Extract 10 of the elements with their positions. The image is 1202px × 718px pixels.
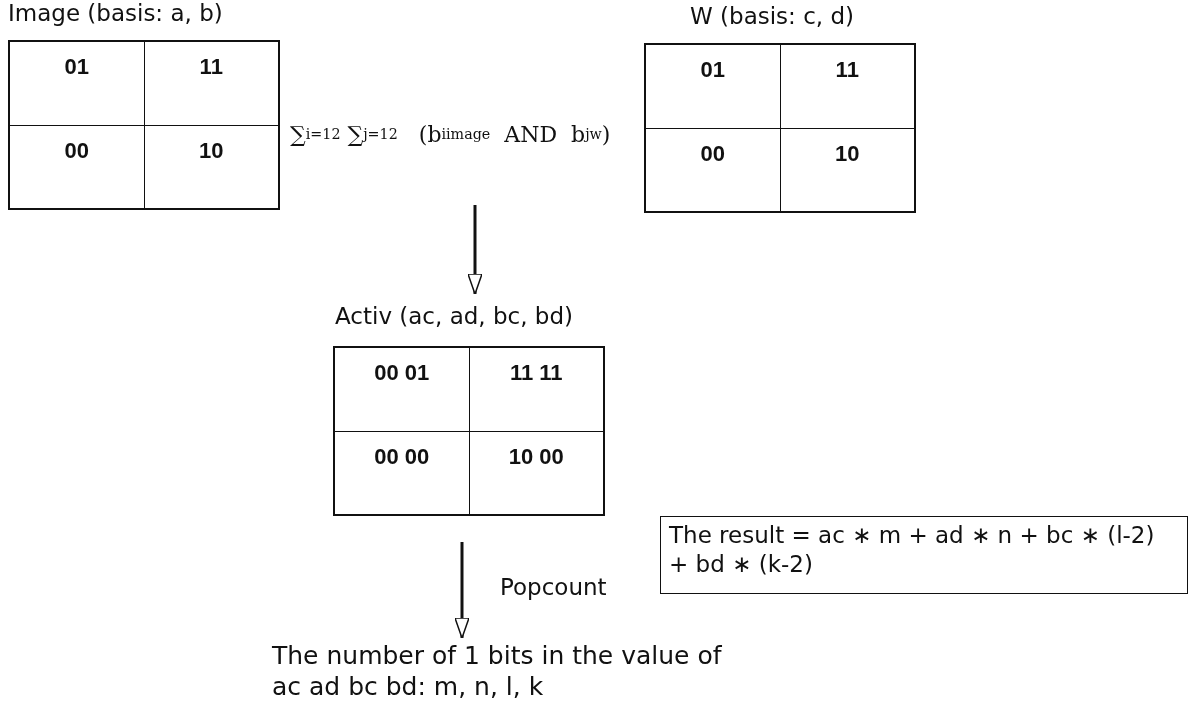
table-title: Activ (ac, ad, bc, bd) <box>335 303 573 329</box>
table-cell: 01 <box>645 44 780 128</box>
table-cell: 01 <box>9 41 144 125</box>
block-arrow <box>454 542 470 639</box>
table-cell: 00 01 <box>334 347 469 431</box>
block-arrow <box>467 205 483 295</box>
table-title: W (basis: c, d) <box>690 3 854 29</box>
result-box: The result = ac ∗ m + ad ∗ n + bc ∗ (l-2) + bd ∗ (k-2) <box>660 516 1188 594</box>
table-title: Image (basis: a, b) <box>8 0 223 26</box>
description-text: The number of 1 bits in the value of ac ad bc bd: m, n, l, k <box>272 640 732 712</box>
